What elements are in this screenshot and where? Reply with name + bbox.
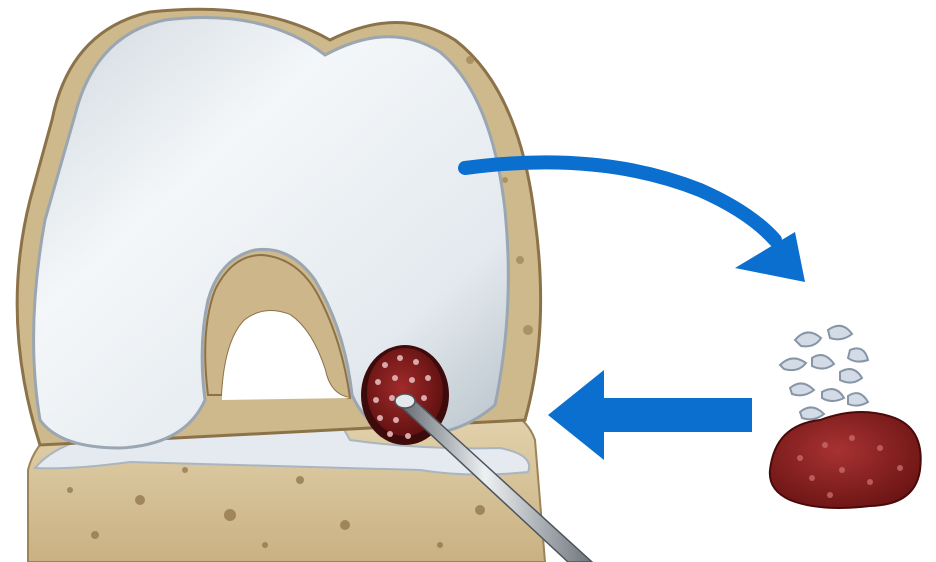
left-arrow-icon — [548, 370, 752, 460]
tissue-clot — [770, 412, 921, 508]
cartilage-chips — [780, 326, 868, 420]
